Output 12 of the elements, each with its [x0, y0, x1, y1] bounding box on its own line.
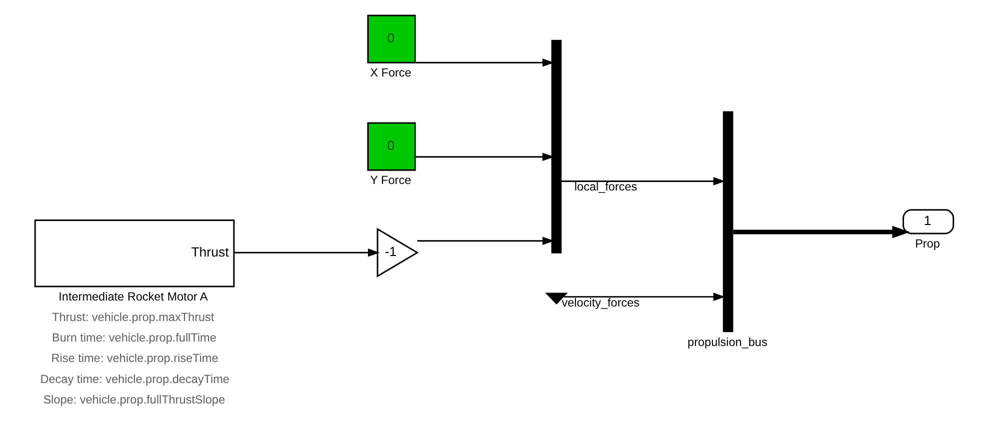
node-label: Prop [914, 237, 940, 250]
node-label: Burn time: vehicle.prop.fullTime [52, 332, 216, 345]
node-label: Intermediate Rocket Motor A [58, 290, 208, 304]
edge-label: local_forces [574, 180, 637, 194]
node-label: Slope: vehicle.prop.fullThrustSlope [42, 393, 225, 406]
node-label: Rise time: vehicle.prop.riseTime [50, 352, 218, 366]
node-label: Y Force [370, 174, 411, 187]
node-label: Decay time: vehicle.prop.decayTime [40, 372, 229, 386]
node-label: propulsion_bus [687, 336, 767, 350]
edge-label: velocity_forces [561, 296, 640, 310]
node-label: X Force [370, 66, 411, 80]
node-label: Thrust: vehicle.prop.maxThrust [52, 310, 214, 324]
